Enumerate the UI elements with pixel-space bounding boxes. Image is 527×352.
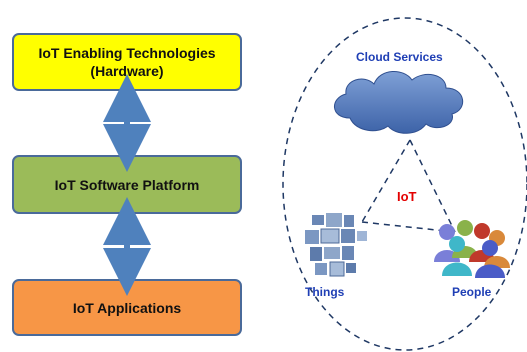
connection-triangle	[361, 139, 456, 233]
things-label: Things	[305, 285, 345, 299]
cloud-services-label: Cloud Services	[356, 50, 443, 64]
ecosystem-ellipse	[282, 17, 527, 351]
people-label: People	[452, 285, 492, 299]
people-icon	[434, 220, 510, 278]
applications-label: IoT Applications	[72, 299, 182, 316]
things-icon	[305, 213, 367, 277]
cloud-icon	[334, 71, 463, 134]
iot-center-label: IoT	[397, 189, 417, 204]
software-platform-label: IoT Software Platform	[54, 176, 200, 193]
hardware-label: IoT Enabling Technologies (Hardware)	[38, 45, 216, 79]
